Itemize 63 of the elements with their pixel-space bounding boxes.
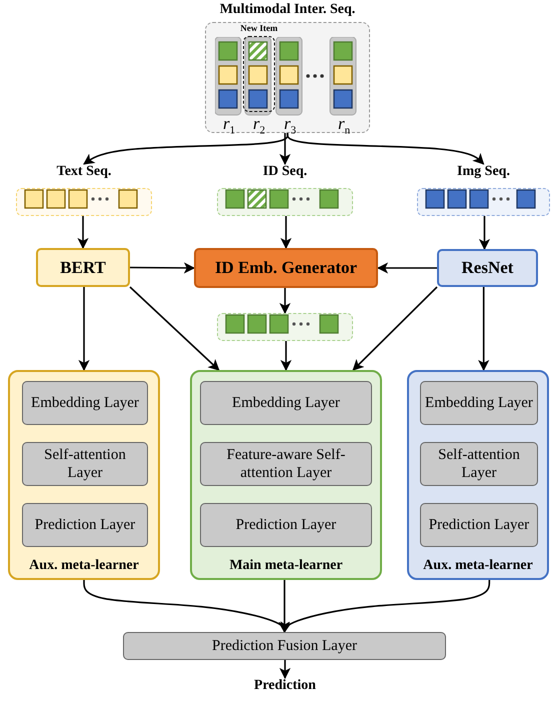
layer-box: [420, 442, 538, 486]
arrow: [279, 288, 291, 314]
arrow: [78, 287, 90, 372]
layer-box: [420, 381, 538, 425]
sequence-title: ID Seq.: [262, 164, 308, 180]
panel-title: Aux. meta-learner: [422, 558, 534, 574]
token-bar: [217, 313, 353, 341]
box-label: ResNet: [460, 258, 514, 278]
layer-label: Feature-aware Self-attention Layer: [226, 446, 346, 482]
layer-box: [200, 442, 372, 486]
arrow: [279, 660, 291, 680]
item-index: r$_{2}$: [252, 114, 266, 136]
box-label: BERT: [59, 258, 107, 278]
learner-panel: [8, 370, 160, 580]
arrow: [478, 216, 490, 250]
arrow: [280, 580, 490, 634]
layer-label: Self-attention Layer: [43, 446, 127, 482]
panel-title: Multimodal Inter. Seq.: [218, 2, 356, 18]
layer-box: [200, 381, 372, 425]
item-index: r$_{n}$: [336, 114, 352, 136]
layer-box: [200, 503, 372, 547]
sequence-title: Text Seq.: [56, 164, 112, 180]
sequence-group: [217, 164, 353, 216]
arrow: [286, 132, 484, 165]
layer-label: Embedding Layer: [231, 394, 341, 412]
arrow: [280, 341, 292, 372]
box-label: ID Emb. Generator: [214, 258, 358, 278]
model-box: [36, 248, 130, 287]
item-index: r$_{3}$: [282, 114, 298, 136]
sequence-group: [16, 164, 152, 216]
learner-panel: [190, 370, 382, 580]
arrow: [129, 286, 220, 371]
layer-label: Self-attention Layer: [437, 446, 521, 482]
arrow: [376, 262, 437, 274]
arrow: [77, 216, 89, 250]
arrow: [279, 133, 291, 166]
layer-box: [22, 442, 148, 486]
sequence-title: Img Seq.: [456, 164, 511, 180]
panel-title: Aux. meta-learner: [28, 558, 140, 574]
layer-label: Prediction Fusion Layer: [211, 637, 358, 655]
arrow: [352, 286, 438, 371]
item-index: r$_{1}$: [222, 114, 236, 136]
output-label: Prediction: [253, 678, 317, 694]
panel-title: Main meta-learner: [228, 558, 344, 574]
layer-box: [123, 632, 446, 660]
learner-panel: [407, 370, 549, 580]
arrow: [278, 580, 290, 634]
arrow: [280, 216, 292, 250]
layer-label: Embedding Layer: [424, 394, 534, 412]
layer-label: Prediction Layer: [234, 516, 338, 534]
layer-label: Prediction Layer: [34, 516, 136, 534]
arrow: [83, 132, 288, 165]
layer-box: [22, 503, 148, 547]
arrow: [83, 580, 290, 634]
layer-label: Embedding Layer: [30, 394, 140, 412]
arrow: [478, 287, 490, 372]
layer-box: [22, 381, 148, 425]
layer-label: Prediction Layer: [428, 516, 530, 534]
sequence-group: [417, 164, 550, 216]
model-box: [437, 249, 538, 287]
arrow: [130, 262, 196, 274]
model-box: [194, 248, 378, 288]
layer-box: [420, 503, 538, 547]
